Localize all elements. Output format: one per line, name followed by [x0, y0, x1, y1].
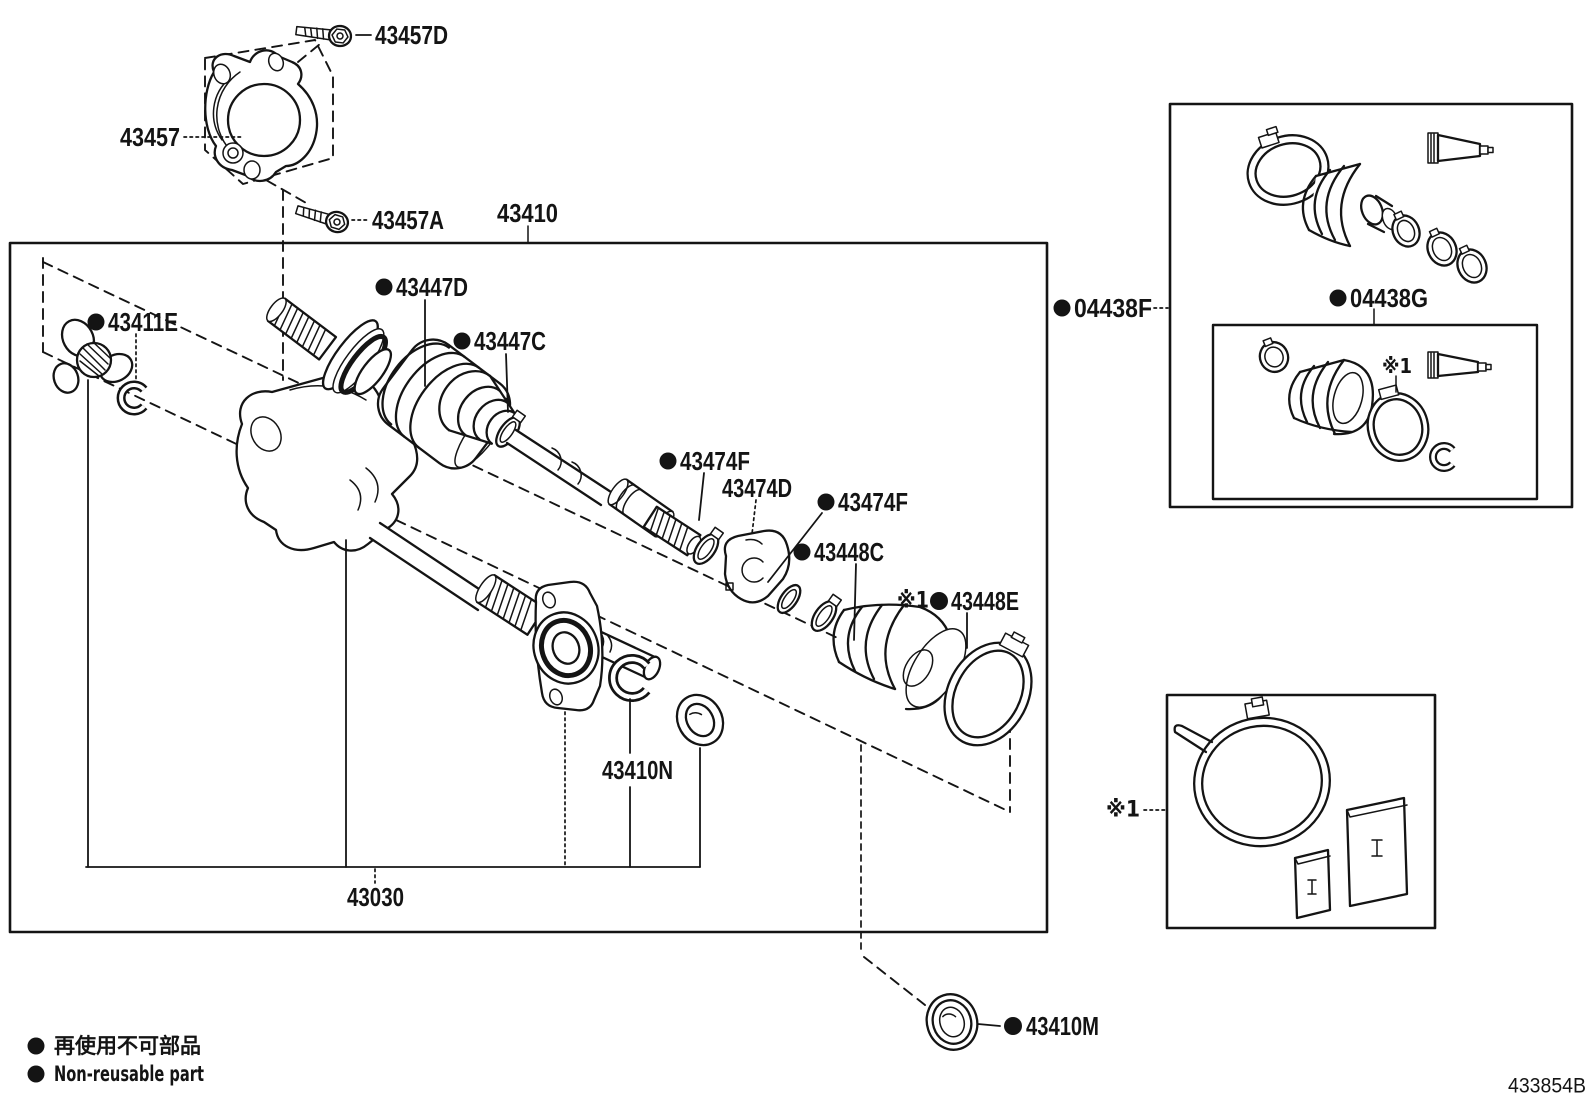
- kit-large-band-clamp: [1173, 696, 1331, 848]
- non-reusable-bullet: [659, 452, 677, 470]
- seal-43410m: [925, 993, 979, 1051]
- shaft-seal-inboard: [675, 693, 725, 747]
- clamp-43448c: [810, 593, 843, 633]
- non-reusable-bullet: [375, 278, 393, 296]
- part-label-43448c: 43448C: [814, 537, 884, 567]
- non-reusable-bullet: [930, 592, 948, 610]
- kit-grease-tube: [1427, 132, 1494, 164]
- non-reusable-bullet: [1053, 299, 1071, 317]
- outboard-shaft-assembly: [266, 297, 1033, 747]
- labels: 43457D 43457 43457A 43410 43411E 43447D …: [87, 20, 1428, 1041]
- non-reusable-bullet: [453, 332, 471, 350]
- inboard-shaft: [368, 521, 490, 612]
- kit-outboard-boot: [1301, 162, 1399, 248]
- part-label-04438g: 04438G: [1350, 283, 1428, 313]
- inboard-shaft-spline: [475, 574, 547, 636]
- kit-small-clamp-3: [1456, 244, 1488, 284]
- race-ring-stack: [321, 319, 393, 396]
- kit-packet-large: [1345, 796, 1409, 908]
- part-label-43410: 43410: [497, 198, 558, 228]
- note-ref-43448e: ※1: [897, 589, 929, 614]
- main-diagram-box: [8, 241, 1049, 934]
- non-reusable-bullet: [1004, 1017, 1022, 1035]
- legend: 再使用不可部品 Non-reusable part: [27, 1034, 204, 1086]
- boot-kit-box-04438f: [1168, 102, 1574, 509]
- bolt-43457d: [295, 24, 353, 48]
- part-label-43474f-b: 43474F: [838, 487, 908, 517]
- note-ref-clamp-kit: ※1: [1106, 798, 1140, 823]
- outboard-shaft-spline: [642, 505, 702, 557]
- clamp-43474f-a: [692, 526, 725, 566]
- kit-small-clamp-1: [1391, 210, 1421, 248]
- kit-packet-small: [1293, 848, 1332, 920]
- kit-snap-ring: [1429, 442, 1456, 472]
- part-label-04438f: 04438F: [1074, 293, 1152, 323]
- non-reusable-bullet: [1329, 289, 1347, 307]
- doc-number: 433854B: [1508, 1075, 1586, 1098]
- tripod-joint-43411e: [52, 318, 134, 394]
- part-label-43474d: 43474D: [722, 473, 792, 503]
- non-reusable-bullet: [87, 313, 105, 331]
- part-label-43030: 43030: [347, 882, 404, 912]
- outboard-stub-spline: [266, 297, 338, 361]
- kit-inner-small-clamp: [1258, 337, 1290, 374]
- boot-kit-box-04438g: [1211, 323, 1539, 501]
- part-label-43447d: 43447D: [396, 272, 468, 302]
- outboard-small-bellows: [438, 370, 516, 445]
- part-label-43410n: 43410N: [602, 755, 673, 785]
- inboard-shaft-assembly: [52, 318, 725, 747]
- bolt-43457a: [294, 205, 350, 234]
- part-label-43474f-a: 43474F: [680, 446, 750, 476]
- bracket-43457: [204, 39, 334, 205]
- center-bearing-bracket: [532, 580, 604, 712]
- non-reusable-bullet: [27, 1037, 45, 1055]
- kit-inboard-boot: [1288, 358, 1374, 436]
- snap-ring-bearing: [608, 654, 651, 702]
- band-clamp-43448e: [943, 631, 1033, 747]
- non-reusable-bullet: [817, 493, 835, 511]
- non-reusable-bullet: [793, 543, 811, 561]
- outboard-shaft: [505, 428, 613, 507]
- kit-inner-band-clamp: [1366, 384, 1430, 462]
- part-label-43410m: 43410M: [1026, 1011, 1099, 1041]
- part-label-43457: 43457: [120, 122, 180, 152]
- legend-jp: 再使用不可部品: [54, 1034, 201, 1058]
- clamp-kit-box: [1165, 693, 1437, 930]
- part-label-43411e: 43411E: [108, 307, 178, 337]
- non-reusable-bullet: [27, 1065, 45, 1083]
- note-ref-inner-kit: ※1: [1382, 354, 1412, 378]
- part-label-43457d: 43457D: [375, 20, 448, 50]
- clamp-43474f-b: [776, 583, 802, 615]
- damper-43474d: [723, 529, 791, 604]
- kit-inner-grease-tube: [1427, 351, 1492, 379]
- part-label-43448e: 43448E: [951, 586, 1019, 616]
- group-bracket-43030: [85, 379, 701, 884]
- snap-ring-inboard: [116, 380, 148, 416]
- kit-small-clamp-2: [1426, 227, 1458, 267]
- legend-en: Non-reusable part: [54, 1062, 204, 1086]
- part-label-43457a: 43457A: [372, 205, 444, 235]
- part-label-43447c: 43447C: [474, 326, 546, 356]
